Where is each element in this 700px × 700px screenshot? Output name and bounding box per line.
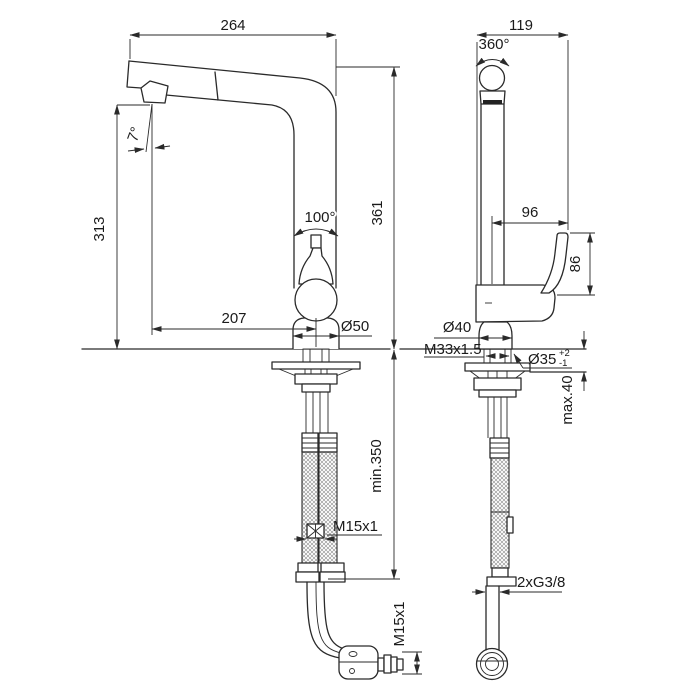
hose-coupling <box>306 523 325 539</box>
dim-360deg-label: 360° <box>478 36 509 53</box>
dim-spout-reach: 264 <box>129 17 337 96</box>
dim-d40-label: Ø40 <box>443 319 471 336</box>
pullout-hose-front <box>306 581 404 680</box>
spout-front <box>126 60 337 289</box>
m15x1-mid-label: M15x1 <box>333 518 378 535</box>
pullout-hose-side <box>475 585 509 681</box>
dim-min350-label: min.350 <box>368 439 385 492</box>
g38-label: 2xG3/8 <box>517 574 565 591</box>
dim-body-depth: 119 <box>476 17 569 230</box>
dim-hose-min-length: min.350 <box>328 349 400 580</box>
dim-lever-height: 86 <box>557 232 595 296</box>
dim-base-diameter: Ø50 <box>292 318 372 339</box>
dim-d35-label: Ø35 <box>528 351 556 368</box>
mounting-flange-front <box>271 361 361 370</box>
lever-side <box>540 232 569 294</box>
dim-7deg-label: 7° <box>124 125 145 144</box>
dim-86-label: 86 <box>567 256 584 273</box>
dim-max-deck-thickness: max.40 <box>559 331 587 425</box>
mounting-nut-front <box>294 373 338 385</box>
dim-swivel: 360° <box>475 36 510 67</box>
dim-d35-tol-plus: +2 <box>559 348 570 359</box>
dim-207-label: 207 <box>221 310 246 327</box>
supply-hose-left <box>301 451 319 564</box>
dim-313-label: 313 <box>91 216 108 241</box>
label-fixing-thread: M33x1.5 <box>424 341 484 358</box>
dim-96-label: 96 <box>522 204 539 221</box>
spout-head-side <box>478 64 506 92</box>
pullout-connector <box>377 654 404 674</box>
front-view: 264 361 313 7° 100° 207 <box>81 17 422 680</box>
dim-max40-label: max.40 <box>559 375 576 424</box>
dim-hole-diameter: Ø35 +2 -1 <box>485 348 572 369</box>
label-pullout-thread: M15x1 <box>391 601 422 675</box>
dim-overall-height: 361 <box>336 66 400 350</box>
dim-361-label: 361 <box>369 200 386 225</box>
lever-front <box>294 234 338 322</box>
dim-100deg-label: 100° <box>304 209 335 226</box>
dim-d35-tol-minus: -1 <box>559 358 567 369</box>
mounting-side <box>464 348 531 587</box>
dim-body-diameter: Ø40 <box>434 319 513 341</box>
hose-weight <box>338 645 379 680</box>
spout-joint-line <box>214 71 219 101</box>
dim-lever-reach: 96 <box>491 204 569 284</box>
mounting-nut-side <box>473 377 522 391</box>
dim-d50-label: Ø50 <box>341 318 369 335</box>
dim-lever-swing: 100° <box>293 207 339 237</box>
dim-spout-tilt: 7° <box>124 103 171 335</box>
spray-head <box>140 80 169 104</box>
tap-base-side <box>478 321 513 350</box>
dim-outlet-height: 313 <box>91 104 150 350</box>
m33-label: M33x1.5 <box>424 341 482 358</box>
dim-outlet-to-axis: 207 <box>151 310 317 347</box>
aerator-face <box>483 100 502 104</box>
dim-119-label: 119 <box>509 17 533 34</box>
lever-knob <box>294 278 338 322</box>
label-supply-connection: 2xG3/8 <box>472 574 565 595</box>
label-hose-coupling-thread: M15x1 <box>294 518 382 542</box>
supply-hose-right <box>318 451 338 564</box>
side-view: 119 360° 96 86 Ø40 M33x1.5 <box>399 17 595 681</box>
m15x1-bottom-label: M15x1 <box>391 601 408 646</box>
spout-side <box>476 42 506 286</box>
mounting-flange-side <box>464 362 531 372</box>
dim-264-label: 264 <box>220 17 245 34</box>
supply-hose-side <box>490 457 510 569</box>
hose-weight-end <box>475 647 509 681</box>
mounting-front <box>271 348 361 583</box>
